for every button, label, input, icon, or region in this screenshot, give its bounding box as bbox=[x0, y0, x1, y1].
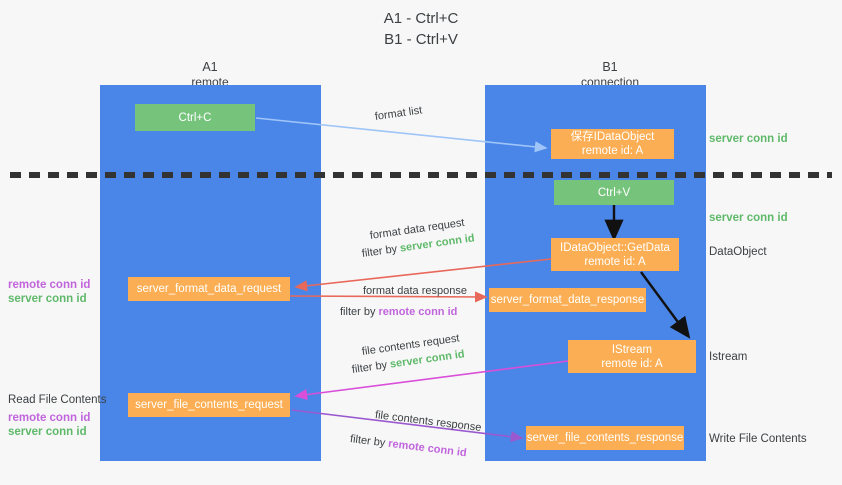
left-label-conn-ids-file: remote conn id server conn id bbox=[8, 411, 90, 439]
label-file-contents-response: file contents response bbox=[374, 409, 483, 435]
box-server-file-contents-response[interactable]: server_file_contents_response bbox=[526, 426, 684, 450]
right-label-server-conn-id-1: server conn id bbox=[709, 133, 788, 145]
box-server-format-data-request-label: server_format_data_request bbox=[136, 283, 282, 295]
label-format-data-request-filter-prefix: filter by bbox=[361, 242, 401, 260]
right-label-write-file-contents: Write File Contents bbox=[709, 433, 807, 445]
label-format-data-response-filter-key: remote conn id bbox=[378, 306, 458, 318]
left-label-server-conn-id-1: server conn id bbox=[8, 293, 87, 305]
box-server-format-data-response-label: server_format_data_response bbox=[490, 294, 645, 306]
left-label-conn-ids-format: remote conn id server conn id bbox=[8, 278, 90, 306]
left-label-server-conn-id-2: server conn id bbox=[8, 426, 87, 438]
box-ctrl-c[interactable]: Ctrl+C bbox=[135, 104, 255, 131]
label-file-contents-response-filter-prefix: filter by bbox=[349, 433, 390, 450]
box-ctrl-c-label: Ctrl+C bbox=[178, 111, 212, 124]
title-line-2: B1 - Ctrl+V bbox=[384, 31, 458, 48]
box-istream-label: IStream bbox=[611, 343, 653, 356]
phase-separator-dashed-line bbox=[10, 172, 832, 178]
left-label-remote-conn-id-2: remote conn id bbox=[8, 412, 91, 424]
label-file-contents-response-filter: filter by remote conn id bbox=[349, 432, 467, 461]
box-server-file-contents-request[interactable]: server_file_contents_request bbox=[128, 393, 290, 417]
left-label-remote-conn-id-1: remote conn id bbox=[8, 279, 91, 291]
right-label-dataobject: DataObject bbox=[709, 246, 767, 258]
box-save-idataobject-label: 保存IDataObject bbox=[570, 131, 655, 143]
diagram-title: A1 - Ctrl+C B1 - Ctrl+V bbox=[0, 8, 842, 50]
label-format-data-response-filter: filter by remote conn id bbox=[340, 305, 457, 320]
label-format-data-response: format data response bbox=[363, 285, 467, 297]
box-server-format-data-request[interactable]: server_format_data_request bbox=[128, 277, 290, 301]
box-ctrl-v-label: Ctrl+V bbox=[597, 186, 631, 199]
box-server-format-data-response[interactable]: server_format_data_response bbox=[489, 288, 646, 312]
label-file-contents-request-filter-prefix: filter by bbox=[351, 358, 391, 376]
column-b1-name: B1 bbox=[602, 60, 618, 74]
box-server-file-contents-response-label: server_file_contents_response bbox=[526, 432, 684, 444]
label-format-data-response-filter-prefix: filter by bbox=[340, 306, 379, 318]
box-save-idataobject[interactable]: 保存IDataObject remote id: A bbox=[551, 129, 674, 159]
left-label-read-file-contents: Read File Contents bbox=[8, 394, 107, 406]
box-ctrl-v[interactable]: Ctrl+V bbox=[554, 180, 674, 205]
box-idataobject-getdata-label: IDataObject::GetData bbox=[560, 241, 670, 254]
column-a1-name: A1 bbox=[202, 60, 218, 74]
box-save-idataobject-sub: remote id: A bbox=[581, 145, 644, 157]
right-label-server-conn-id-2: server conn id bbox=[709, 212, 788, 224]
box-istream[interactable]: IStream remote id: A bbox=[568, 340, 696, 373]
label-file-contents-response-filter-key: remote conn id bbox=[387, 437, 468, 460]
title-line-1: A1 - Ctrl+C bbox=[383, 10, 459, 27]
box-server-file-contents-request-label: server_file_contents_request bbox=[135, 399, 283, 411]
right-label-istream: Istream bbox=[709, 351, 748, 363]
box-istream-sub: remote id: A bbox=[601, 357, 663, 370]
label-format-list: format list bbox=[374, 104, 423, 123]
box-idataobject-getdata[interactable]: IDataObject::GetData remote id: A bbox=[551, 238, 679, 271]
box-idataobject-getdata-sub: remote id: A bbox=[584, 255, 646, 268]
